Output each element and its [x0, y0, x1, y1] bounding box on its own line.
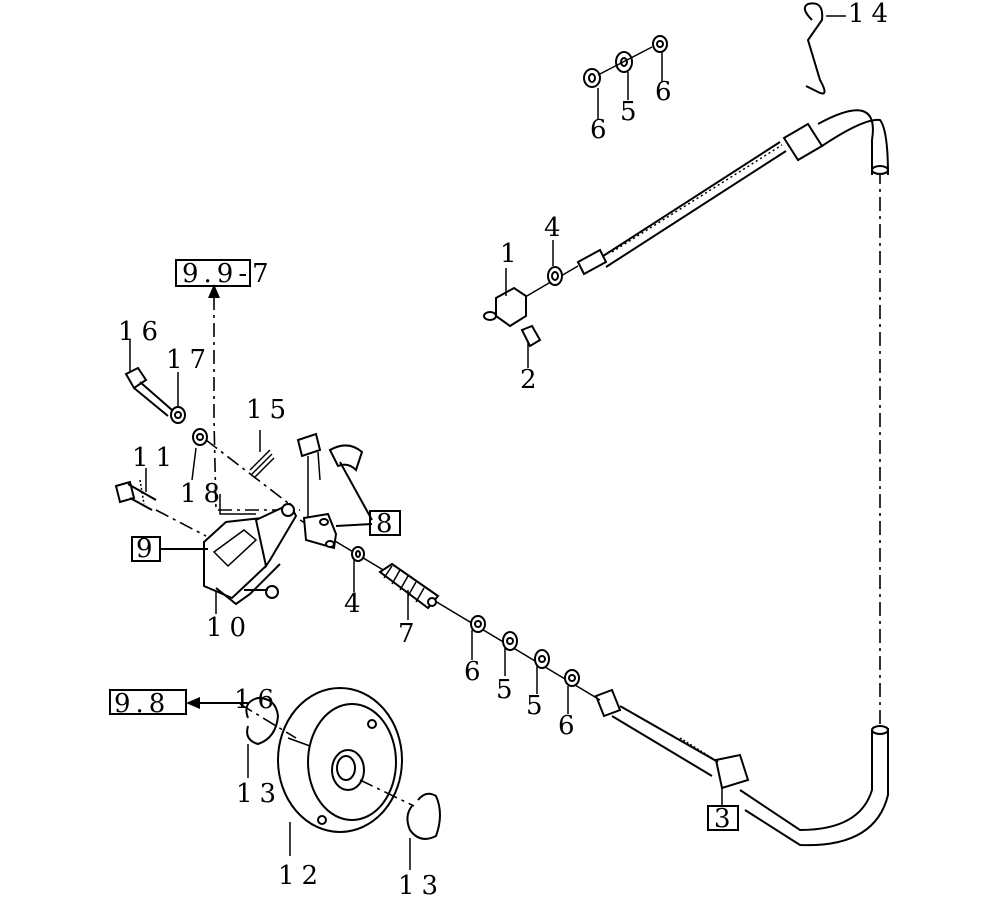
callout-4-top: 4 — [544, 213, 568, 243]
lower-wire-parts — [351, 546, 580, 714]
callout-15: 15 — [246, 395, 293, 425]
callout-16-upper: 16 — [118, 317, 165, 347]
callout-4-lower: 4 — [344, 589, 368, 619]
fork-bracket — [296, 432, 401, 550]
callout-6-mid: 6 — [464, 657, 488, 687]
callout-13-right: 13 — [398, 871, 445, 901]
callout-5-mid-b: 5 — [526, 691, 550, 721]
callout-12: 12 — [278, 861, 325, 891]
hook-part — [803, 2, 826, 95]
callout-5-mid-a: 5 — [496, 675, 520, 705]
callout-7: 7 — [398, 619, 422, 649]
callout-10: 10 — [206, 613, 253, 643]
callout-6-lower: 6 — [558, 711, 582, 741]
callout-13-left: 13 — [236, 779, 283, 809]
callout-17: 17 — [166, 345, 213, 375]
caliper-body — [203, 494, 298, 614]
bolt-11 — [114, 468, 207, 537]
box-3-text: 3 — [714, 804, 736, 834]
callout-5-top: 5 — [620, 97, 644, 127]
box-9 — [131, 536, 208, 562]
cable-assembly — [299, 109, 889, 847]
brake-drum — [239, 687, 441, 870]
reference-arrow-top — [175, 259, 300, 511]
ref-left-box-text: 9.8 — [114, 689, 170, 719]
bolt-assembly-upper — [124, 340, 293, 507]
ref-top-box-text: 9.9-7 — [182, 259, 274, 289]
callout-6-top-right: 6 — [655, 77, 679, 107]
box-9-text: 9 — [136, 534, 158, 564]
callout-6-top-left: 6 — [590, 115, 614, 145]
box-3 — [707, 786, 739, 831]
callout-11: 11 — [132, 443, 179, 473]
callout-1: 1 — [500, 239, 524, 269]
callout-14: 14 — [848, 0, 895, 29]
callout-16-lower: 16 — [234, 685, 281, 715]
clevis-block — [483, 240, 563, 368]
box-8-text: 8 — [376, 509, 398, 539]
callout-2: 2 — [520, 365, 544, 395]
callout-18: 18 — [180, 479, 227, 509]
washer-group-top — [583, 35, 668, 120]
reference-arrow-left — [109, 689, 248, 715]
